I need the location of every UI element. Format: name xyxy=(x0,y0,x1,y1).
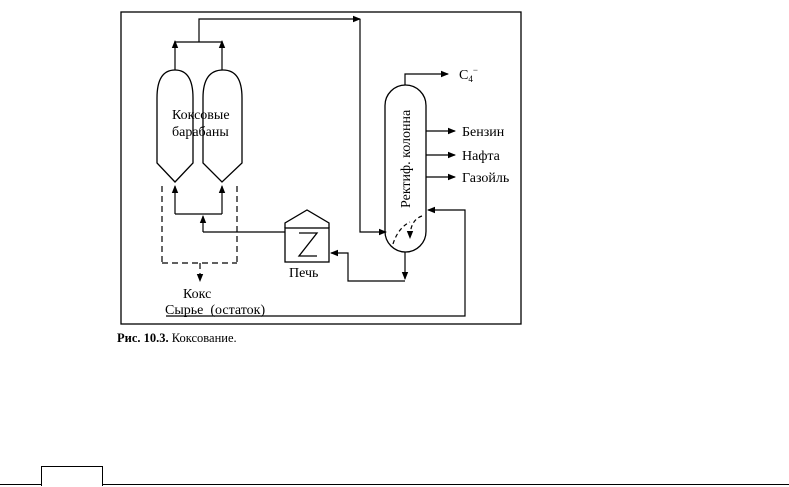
diagram-frame xyxy=(120,11,522,325)
drums-label-line1: Коксовые xyxy=(172,108,230,123)
page-rule-left xyxy=(0,484,41,485)
coke-discharge xyxy=(161,186,238,282)
furnace-label: Печь xyxy=(289,266,318,281)
coke-drum-left xyxy=(156,69,194,183)
furnace xyxy=(284,209,330,263)
drum-feed-line xyxy=(171,185,285,233)
product-gasoil: Газойль xyxy=(462,171,509,186)
column-outlets xyxy=(404,70,456,181)
product-naphtha: Нафта xyxy=(462,149,501,164)
column-internal-flow xyxy=(392,221,411,245)
product-c4: C4− xyxy=(459,65,478,84)
figure-caption: Рис. 10.3. Коксование. xyxy=(117,331,237,346)
coke-drums xyxy=(156,69,243,183)
feed-line xyxy=(166,206,466,317)
figure-caption-label: Рис. 10.3. xyxy=(117,331,169,345)
page-number-tab xyxy=(41,466,103,486)
product-gasoline: Бензин xyxy=(462,125,505,140)
page-rule-right xyxy=(103,484,789,485)
drums-label-line2: барабаны xyxy=(172,125,229,140)
column-internal-flow-2 xyxy=(406,215,423,239)
figure-caption-text: Коксование. xyxy=(168,331,237,345)
feed-label: Сырье (остаток) xyxy=(165,303,265,318)
bottoms-line xyxy=(330,249,409,282)
coke-label: Кокс xyxy=(183,287,211,302)
column-label: Ректиф. колонна xyxy=(399,109,414,208)
coke-drum-right xyxy=(202,69,243,183)
overhead-vapor-line xyxy=(171,15,387,236)
